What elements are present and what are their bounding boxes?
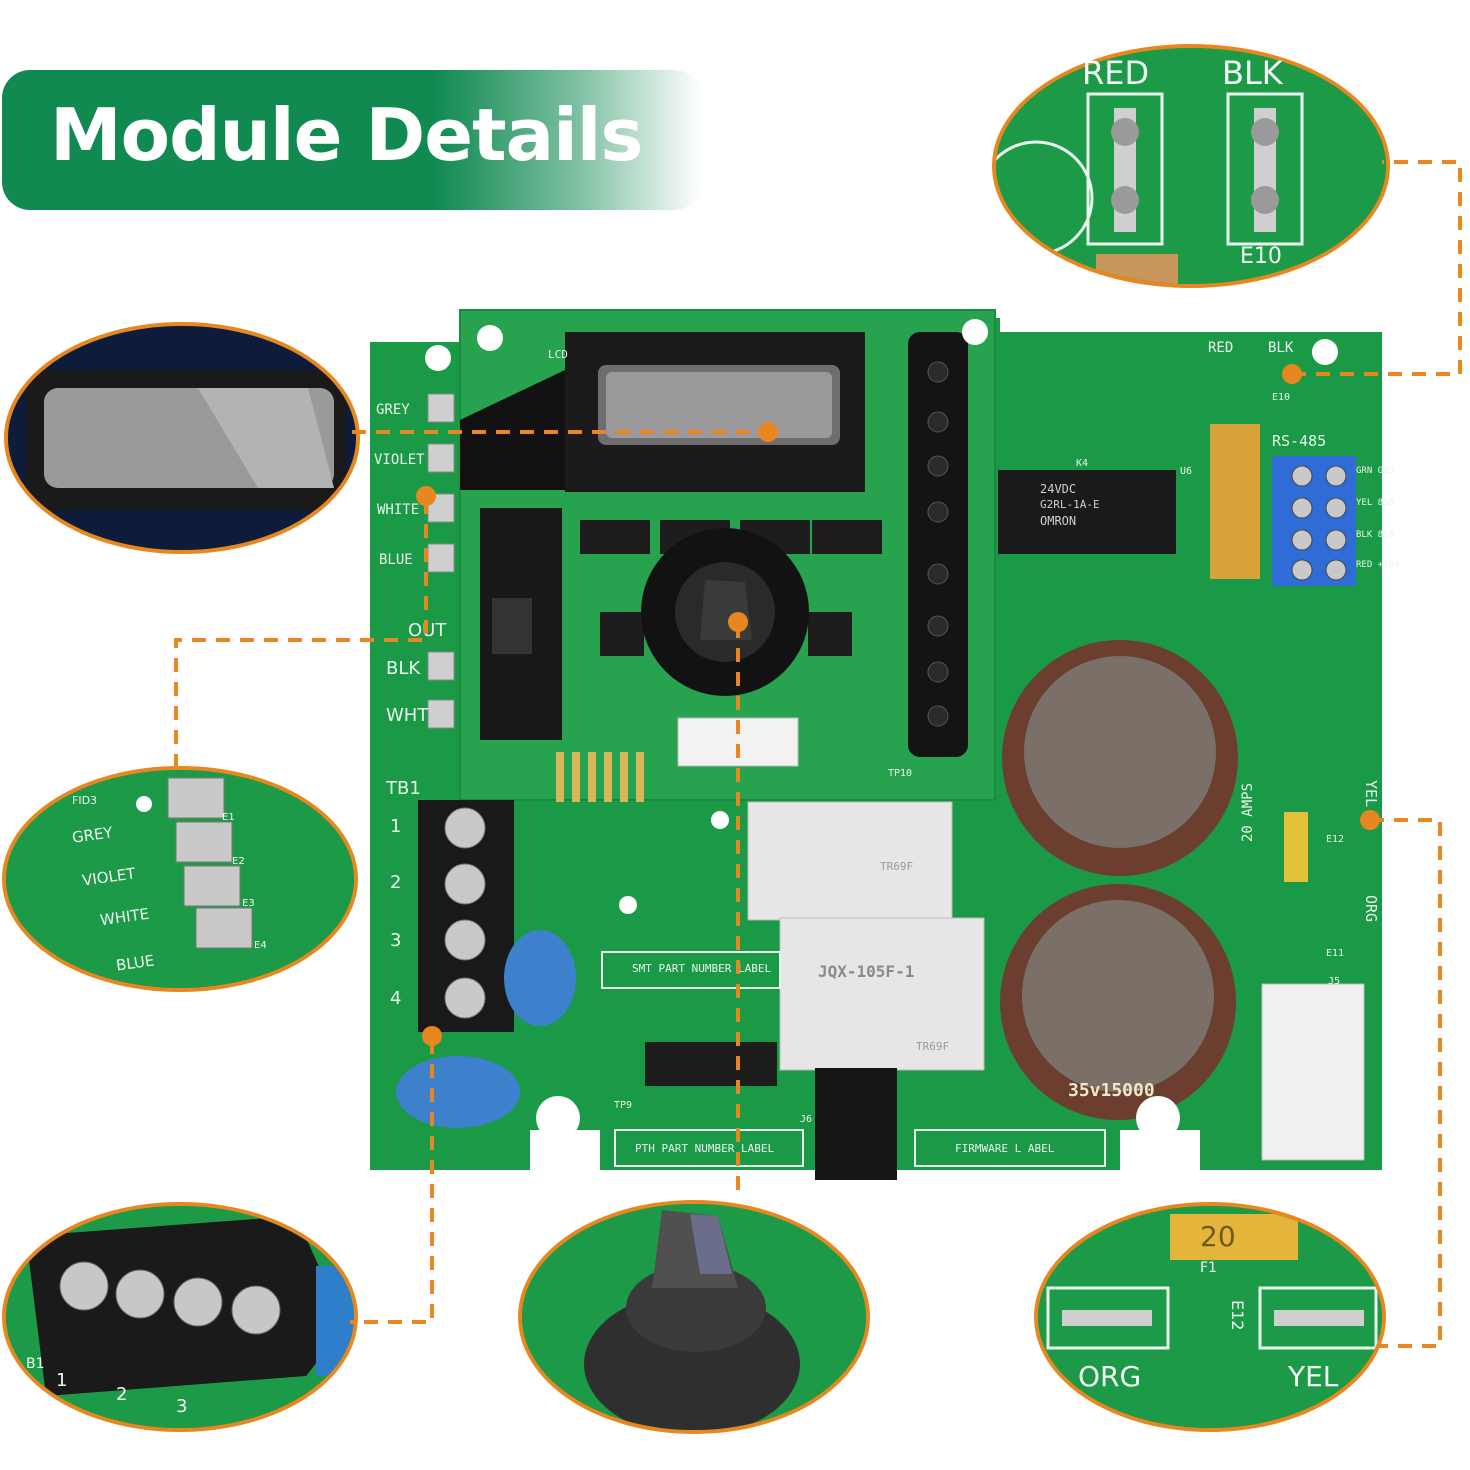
bubble-blk-label: BLK <box>1222 54 1283 92</box>
tp9-label: TP9 <box>614 1100 633 1111</box>
relay-top-model: G2RL-1A-E <box>1040 498 1100 511</box>
bubble-terminal-2: 2 <box>116 1384 128 1405</box>
bubble-e2-label: E2 <box>232 856 245 867</box>
title-banner <box>2 70 702 210</box>
detail-bubble-wire-tabs <box>2 766 358 992</box>
tb1-label: TB1 <box>386 778 421 799</box>
rs485-pin-3: BLK 85A <box>1356 530 1394 540</box>
bubble-fid3-label: FID3 <box>72 794 98 807</box>
bubble-terminal-3: 3 <box>176 1396 188 1417</box>
wire-label-grey: GREY <box>376 402 410 418</box>
page-title: Module Details <box>50 93 643 177</box>
yel-label: YEL <box>1362 780 1380 808</box>
wire-label-violet: VIOLET <box>374 452 425 468</box>
j6-label: J6 <box>800 1114 813 1125</box>
bubble-org-label: ORG <box>1078 1360 1142 1393</box>
e11-label: E11 <box>1326 948 1345 959</box>
rs485-pin-1: GRN GND <box>1356 466 1394 476</box>
terminal-number-1: 1 <box>390 816 402 837</box>
detail-bubble-knob <box>518 1200 870 1434</box>
wire-label-blue: BLUE <box>379 552 413 568</box>
bubble-e10-label: E10 <box>1240 244 1282 269</box>
red-label: RED <box>1208 340 1234 356</box>
blk-label: BLK <box>386 658 421 679</box>
terminal-number-2: 2 <box>390 872 402 893</box>
e12-label: E12 <box>1326 834 1345 845</box>
terminal-number-4: 4 <box>390 988 402 1009</box>
bubble-yel-label: YEL <box>1288 1360 1339 1393</box>
bubble-terminal-1: 1 <box>56 1370 68 1391</box>
lcd-closeup-illustration <box>8 326 356 550</box>
org-label: ORG <box>1362 895 1380 923</box>
detail-bubble-terminal-block <box>2 1202 358 1432</box>
terminal-closeup-illustration <box>996 48 1386 284</box>
blk-top-label: BLK <box>1268 340 1294 356</box>
relay-top-brand: OMRON <box>1040 514 1077 528</box>
relay-big-model: JQX-105F-1 <box>818 962 915 981</box>
j5-label: J5 <box>1328 976 1341 987</box>
bubble-red-label: RED <box>1082 54 1150 92</box>
detail-bubble-lcd <box>4 322 360 554</box>
rs485-pin-2: YEL 85B <box>1356 498 1394 508</box>
bubble-e1-label: E1 <box>222 812 235 823</box>
wire-tabs-closeup-illustration <box>6 770 354 988</box>
pth-label: PTH PART NUMBER LABEL <box>635 1142 775 1155</box>
e10-label: E10 <box>1272 392 1291 403</box>
u6-label: U6 <box>1180 466 1193 477</box>
lcd-label: LCD <box>548 348 568 361</box>
bubble-e4-label: E4 <box>254 940 267 951</box>
bubble-b1-label: B1 <box>26 1356 45 1372</box>
tp10-label: TP10 <box>888 768 913 779</box>
firmware-label: FIRMWARE L ABEL <box>955 1142 1055 1155</box>
terminal-number-3: 3 <box>390 930 402 951</box>
bubble-e12-label: E12 <box>1228 1300 1247 1331</box>
detail-bubble-wire-terminals <box>992 44 1390 288</box>
terminal-block-closeup-illustration <box>6 1206 354 1428</box>
relay-top-voltage: 24VDC <box>1040 482 1077 496</box>
detail-bubble-fuse <box>1034 1202 1386 1432</box>
bubble-e3-label: E3 <box>242 898 255 909</box>
rs485-pin-4: RED +10V <box>1356 560 1400 570</box>
knob-closeup-illustration <box>522 1204 866 1430</box>
relay-big-label: TR69F <box>916 1040 950 1053</box>
wht-label: WHT <box>386 705 429 726</box>
bubble-f1-label: F1 <box>1200 1260 1217 1276</box>
wire-label-white: WHITE <box>377 502 420 518</box>
capacitor-value: 35v15000 <box>1068 1080 1155 1101</box>
bubble-fuse-value: 20 <box>1200 1220 1236 1253</box>
k4-label: K4 <box>1076 458 1089 469</box>
relay-small-label: TR69F <box>880 860 914 873</box>
fuse-closeup-illustration <box>1038 1206 1382 1428</box>
rs485-label: RS-485 <box>1272 432 1327 450</box>
